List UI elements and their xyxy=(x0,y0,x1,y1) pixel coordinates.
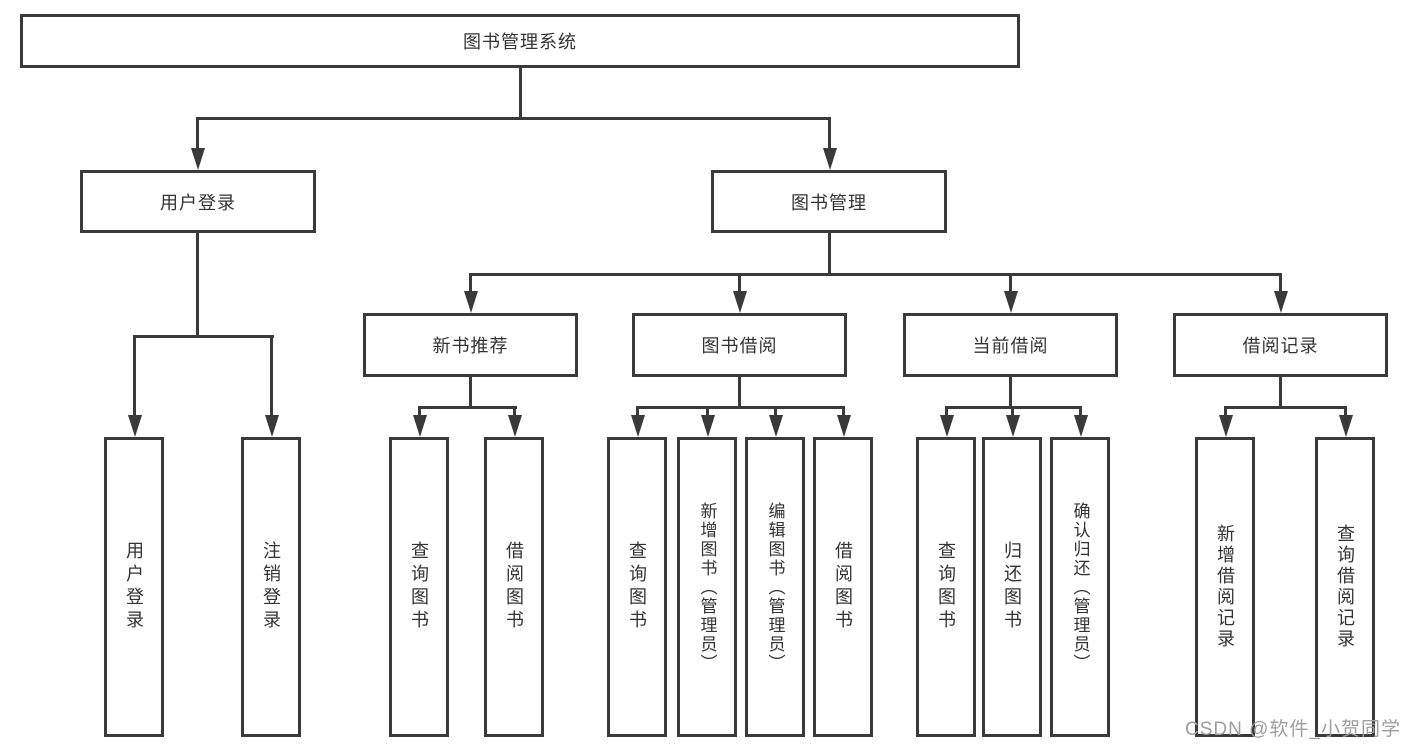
node-leaf-user-login-label: 用户登录 xyxy=(124,541,144,633)
node-nbr-borrow-book-label: 借阅图书 xyxy=(504,541,524,633)
arrow-down-icon xyxy=(1344,406,1347,415)
connector-book-mgmt-stem xyxy=(828,233,831,273)
node-borrow-record-label: 借阅记录 xyxy=(1242,336,1319,356)
node-root: 图书管理系统 xyxy=(20,14,1020,68)
watermark: CSDN @软件_小贺同学 xyxy=(1185,719,1401,740)
node-cb-query-book-label: 查询图书 xyxy=(936,541,956,633)
node-bb-edit-book-admin-label: 编辑图书（管理员） xyxy=(765,501,785,673)
arrow-down-icon xyxy=(196,117,199,148)
node-new-book-rec-label: 新书推荐 xyxy=(432,336,509,356)
connector-level3-splitter xyxy=(469,273,1282,276)
node-book-borrow-label: 图书借阅 xyxy=(701,336,778,356)
arrow-down-icon xyxy=(828,117,831,148)
node-bb-add-book-admin-label: 新增图书（管理员） xyxy=(697,501,717,673)
node-current-borrow-label: 当前借阅 xyxy=(972,336,1049,356)
arrow-down-icon xyxy=(945,406,948,415)
arrow-down-icon xyxy=(1279,273,1282,291)
arrow-down-icon xyxy=(842,406,845,415)
node-bb-query-book-label: 查询图书 xyxy=(627,541,647,633)
node-nbr-query-book-label: 查询图书 xyxy=(409,541,429,633)
node-root-label: 图书管理系统 xyxy=(463,32,577,52)
node-bb-borrow-book: 借阅图书 xyxy=(813,437,873,737)
node-br-add-record: 新增借阅记录 xyxy=(1195,437,1255,737)
node-cb-query-book: 查询图书 xyxy=(916,437,976,737)
node-cb-return-book-label: 归还图书 xyxy=(1002,541,1022,633)
arrow-down-icon xyxy=(270,335,273,415)
arrow-down-icon xyxy=(1009,273,1012,291)
connector-level2-splitter xyxy=(196,117,831,120)
node-book-borrow: 图书借阅 xyxy=(632,313,847,377)
node-bb-add-book-admin: 新增图书（管理员） xyxy=(677,437,737,737)
arrow-down-icon xyxy=(636,406,639,415)
arrow-down-icon xyxy=(418,406,421,415)
connector-user-login-stem xyxy=(196,233,199,335)
arrow-down-icon xyxy=(738,273,741,291)
node-book-mgmt-label: 图书管理 xyxy=(791,192,867,213)
connector-user-login-splitter xyxy=(133,335,274,338)
node-bb-query-book: 查询图书 xyxy=(607,437,667,737)
node-nbr-query-book: 查询图书 xyxy=(389,437,449,737)
node-nbr-borrow-book: 借阅图书 xyxy=(484,437,544,737)
node-leaf-logout-label: 注销登录 xyxy=(261,541,281,633)
connector-book-borrow-stem xyxy=(738,377,741,406)
node-br-query-record: 查询借阅记录 xyxy=(1315,437,1375,737)
node-bb-edit-book-admin: 编辑图书（管理员） xyxy=(745,437,805,737)
connector-borrow-record-stem xyxy=(1279,377,1282,406)
node-borrow-record: 借阅记录 xyxy=(1173,313,1388,377)
arrow-down-icon xyxy=(706,406,709,415)
arrow-down-icon xyxy=(133,335,136,415)
arrow-down-icon xyxy=(469,273,472,291)
connector-borrow-record-splitter xyxy=(1224,406,1347,409)
node-bb-borrow-book-label: 借阅图书 xyxy=(833,541,853,633)
connector-current-borrow-stem xyxy=(1009,377,1012,406)
node-new-book-rec: 新书推荐 xyxy=(363,313,578,377)
connector-new-book-rec-splitter xyxy=(418,406,517,409)
node-user-login: 用户登录 xyxy=(80,170,316,233)
arrow-down-icon xyxy=(1011,406,1014,415)
arrow-down-icon xyxy=(1224,406,1227,415)
connector-root-stem xyxy=(519,68,522,117)
connector-book-borrow-splitter xyxy=(636,406,845,409)
node-cb-return-book: 归还图书 xyxy=(982,437,1042,737)
node-br-query-record-label: 查询借阅记录 xyxy=(1335,524,1355,650)
node-cb-confirm-return-admin-label: 确认归还（管理员） xyxy=(1070,501,1090,673)
node-book-mgmt: 图书管理 xyxy=(711,170,947,233)
arrow-down-icon xyxy=(513,406,516,415)
node-leaf-logout: 注销登录 xyxy=(241,437,301,737)
node-cb-confirm-return-admin: 确认归还（管理员） xyxy=(1050,437,1110,737)
arrow-down-icon xyxy=(1079,406,1082,415)
node-user-login-label: 用户登录 xyxy=(160,192,236,213)
node-br-add-record-label: 新增借阅记录 xyxy=(1215,524,1235,650)
node-leaf-user-login: 用户登录 xyxy=(104,437,164,737)
connector-new-book-rec-stem xyxy=(469,377,472,406)
arrow-down-icon xyxy=(774,406,777,415)
node-current-borrow: 当前借阅 xyxy=(903,313,1118,377)
